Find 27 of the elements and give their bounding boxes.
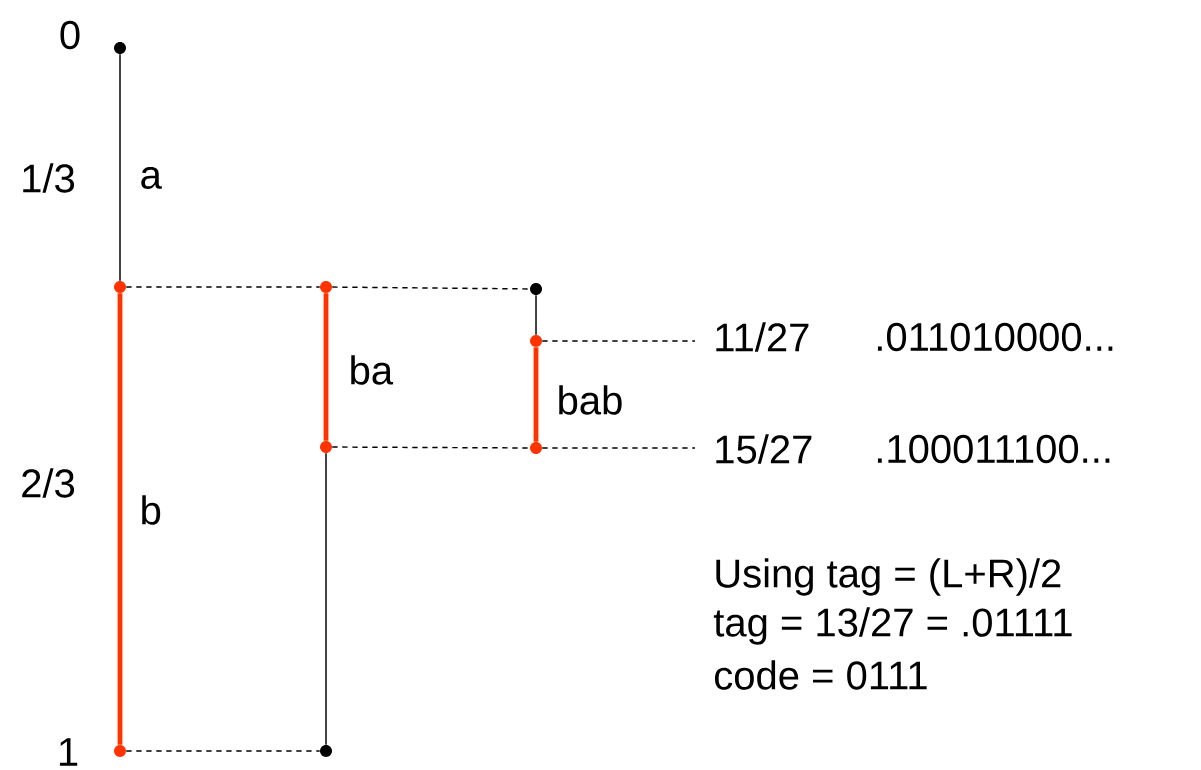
dashed-line (125, 750, 321, 752)
edge-label: b (142, 495, 161, 525)
label: 0 (60, 20, 80, 50)
segment (323, 293, 329, 441)
label: 1/3 (23, 163, 75, 193)
segment (117, 293, 123, 745)
dashed-line (331, 286, 531, 290)
label: code = 0111 (714, 660, 927, 690)
segment (533, 347, 539, 442)
edge-label: ba (351, 355, 394, 385)
label: 11/27 (716, 322, 809, 352)
label: 2/3 (22, 468, 75, 498)
edge-label: a (141, 167, 162, 189)
label: .011010000... (877, 322, 1113, 352)
label: Using tag = (L+R)/2 (716, 558, 1061, 596)
label: 15/27 (716, 434, 812, 464)
label: .100011100... (877, 434, 1110, 464)
dashed-line (125, 286, 321, 288)
dashed-line (541, 340, 696, 342)
segment (535, 294, 537, 336)
segment (119, 53, 121, 282)
edge-label: bab (559, 385, 622, 415)
dashed-line (331, 446, 531, 449)
label: tag = 13/27 = .01111 (713, 607, 1072, 645)
label: 1 (59, 738, 78, 766)
segment (325, 452, 327, 746)
dashed-line (541, 447, 696, 449)
